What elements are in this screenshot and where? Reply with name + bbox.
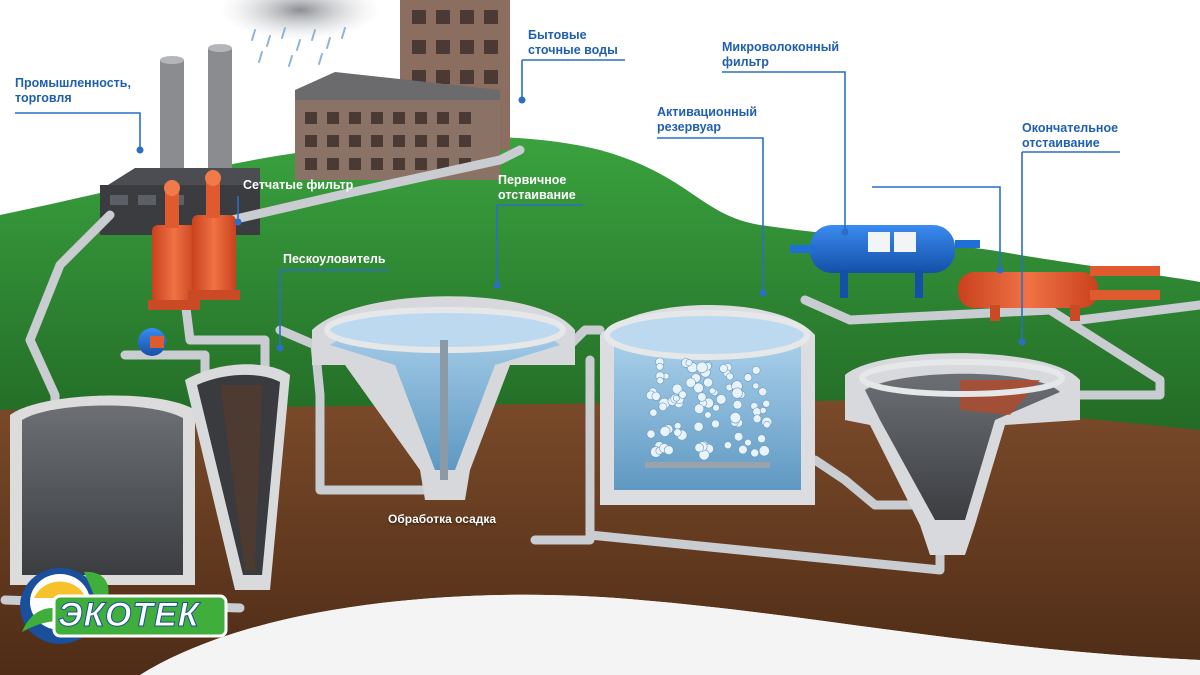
air-bubble [750, 448, 760, 458]
air-bubble [732, 400, 743, 410]
label-household-wastewater: Бытовые сточные воды [528, 28, 618, 58]
label-sludge-treatment: Обработка осадка [388, 512, 496, 527]
air-bubble [738, 444, 748, 455]
receiving-tank [10, 395, 195, 585]
activation-tank [600, 305, 815, 505]
label-mesh-filter-line-1: Сетчатые фильтр [243, 178, 354, 192]
air-bubble [704, 411, 712, 419]
air-bubble [673, 428, 682, 437]
callout-markers [136, 96, 1026, 352]
air-bubble [751, 365, 761, 375]
air-bubble [743, 373, 753, 382]
air-bubble [646, 429, 656, 439]
air-bubble [744, 438, 752, 447]
air-bubble [763, 420, 771, 429]
label-universal-line-2: сетчатый фильтр [872, 171, 981, 185]
microfiber-filter-unit [958, 266, 1160, 321]
air-bubble [655, 362, 664, 371]
label-microfiber-line-2: фильтр [722, 55, 769, 69]
air-bubble [685, 377, 696, 388]
blue-pump [138, 328, 166, 356]
sand-trap-tank [185, 364, 290, 590]
label-activation-line-1: Активационный [657, 105, 758, 119]
air-bubble [672, 394, 680, 402]
air-bubble [651, 391, 661, 401]
air-bubble [659, 425, 671, 437]
label-industry-line-1: Промышленность, [15, 76, 131, 90]
label-household-line-2: сточные воды [528, 43, 618, 57]
air-bubble [733, 432, 744, 442]
primary-clarifier-tank [312, 296, 575, 500]
label-activation-line-2: резервуар [657, 120, 721, 134]
air-bubble [694, 442, 704, 453]
air-bubble [711, 419, 720, 429]
air-bubble [656, 377, 664, 385]
air-bubble [719, 364, 728, 373]
air-bubble [715, 394, 727, 405]
air-bubble [758, 387, 768, 397]
label-final-line-2: отстаивание [1022, 136, 1100, 150]
label-final-line-1: Окончательное [1022, 121, 1119, 135]
air-bubble [724, 441, 732, 450]
air-bubble [663, 445, 674, 456]
label-industry-line-2: торговля [15, 91, 72, 105]
air-bubble [693, 421, 704, 432]
logo-text: ЭКОТЕК [58, 596, 200, 635]
callout-leader-lines [15, 59, 1120, 348]
universal-mesh-filter-unit [790, 225, 980, 298]
air-bubble [703, 377, 713, 388]
label-activation-tank: Активационный резервуар [657, 105, 757, 135]
mesh-filter-units [148, 170, 240, 310]
air-bubble [731, 387, 743, 399]
air-bubble [671, 383, 683, 395]
label-primary-settling: Первичное отстаивание [498, 173, 576, 203]
label-microfiber-filter: Микроволоконный фильтр [722, 40, 839, 70]
white-base [0, 594, 1200, 675]
air-bubble [758, 445, 770, 457]
label-sludge-line-1: Обработка осадка [388, 512, 497, 526]
air-bubble [712, 404, 720, 412]
air-bubble [762, 399, 771, 408]
rain-cloud [220, 0, 380, 67]
air-bubble [685, 359, 693, 367]
label-sand-trap-line-1: Пескоуловитель [283, 252, 386, 266]
label-primary-line-2: отстаивание [498, 188, 576, 202]
label-household-line-1: Бытовые [528, 28, 587, 42]
air-bubble [693, 382, 704, 394]
grass-surface [0, 136, 1200, 430]
ekotek-logo: ЭКОТЕК [14, 562, 229, 652]
label-final-settling: Окончательное отстаивание [1022, 121, 1118, 151]
label-microfiber-line-1: Микроволоконный [722, 40, 840, 54]
label-universal-line-1: Универсальный [872, 156, 973, 170]
air-bubble [729, 412, 742, 424]
air-bubble [696, 361, 708, 374]
label-mesh-filter: Сетчатые фильтр [243, 178, 353, 193]
label-universal-mesh-filter: Универсальный сетчатый фильтр [872, 156, 981, 186]
air-bubble [693, 403, 705, 414]
air-bubble [673, 422, 682, 430]
air-bubble [752, 382, 760, 390]
air-bubble [752, 414, 762, 424]
final-clarifier-tank [845, 353, 1080, 555]
air-bubble [757, 434, 766, 444]
air-bubble [649, 408, 658, 417]
air-bubble [759, 406, 767, 414]
aeration-bubbles [645, 357, 773, 461]
air-bubble [726, 372, 734, 381]
air-bubble [658, 402, 668, 412]
label-sand-trap: Пескоуловитель [283, 252, 386, 267]
air-bubble [708, 387, 716, 395]
label-primary-line-1: Первичное [498, 173, 567, 187]
air-bubble [697, 392, 707, 402]
air-bubble [678, 390, 687, 399]
logo-emblem-icon [20, 568, 228, 644]
label-industry: Промышленность, торговля [15, 76, 131, 106]
